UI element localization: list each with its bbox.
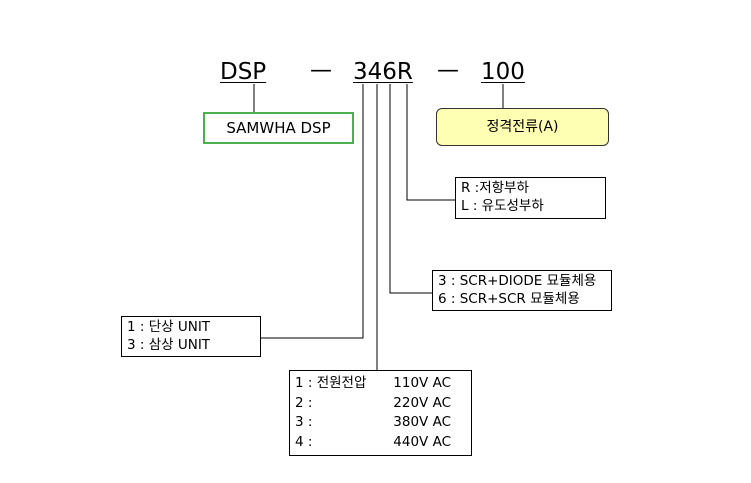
voltage-row: 1 : 전원전압 110V AC (295, 374, 471, 394)
phase-line-2: 3 : 삼상 UNIT (127, 337, 211, 353)
brand-label: SAMWHA DSP (226, 119, 331, 137)
code-separator-1: — (310, 58, 332, 83)
code-prefix: DSP (220, 59, 267, 85)
phase-box: 1 : 단상 UNIT 3 : 삼상 UNIT (121, 316, 261, 357)
connector-phase (261, 84, 364, 339)
voltage-row-value: 220V AC (393, 394, 451, 411)
voltage-row-value: 440V AC (393, 433, 451, 450)
rating-label: 정격전류(A) (486, 119, 559, 135)
voltage-row: 3 : 380V AC (295, 413, 471, 433)
load-type-line-1: R :저항부하 (461, 180, 529, 196)
code-model: 346R (353, 59, 413, 85)
voltage-row-label: 3 : (295, 414, 313, 430)
rating-box: 정격전류(A) (436, 108, 609, 146)
load-type-line-2: L : 유도성부하 (461, 198, 544, 214)
module-line-2: 6 : SCR+SCR 묘듈체용 (438, 291, 580, 307)
phase-line-1: 1 : 단상 UNIT (127, 319, 211, 335)
module-line-1: 3 : SCR+DIODE 묘듈체용 (438, 273, 597, 289)
code-rating: 100 (481, 59, 525, 85)
voltage-row-value: 380V AC (393, 414, 451, 430)
connector-load-type (406, 84, 455, 201)
voltage-box: 1 : 전원전압 110V AC 2 : 220V AC 3 : 380V AC… (289, 370, 472, 456)
voltage-row-label: 1 : 전원전압 (295, 375, 367, 391)
voltage-row: 2 : 220V AC (295, 394, 471, 414)
voltage-row-label: 2 : (295, 394, 313, 411)
connector-module (389, 84, 432, 294)
voltage-row-label: 4 : (295, 433, 313, 450)
voltage-row-value: 110V AC (393, 375, 451, 391)
brand-box: SAMWHA DSP (203, 112, 354, 144)
module-box: 3 : SCR+DIODE 묘듈체용 6 : SCR+SCR 묘듈체용 (432, 270, 612, 311)
code-separator-2: — (437, 58, 459, 83)
voltage-row: 4 : 440V AC (295, 433, 471, 453)
load-type-box: R :저항부하 L : 유도성부하 (455, 177, 606, 219)
